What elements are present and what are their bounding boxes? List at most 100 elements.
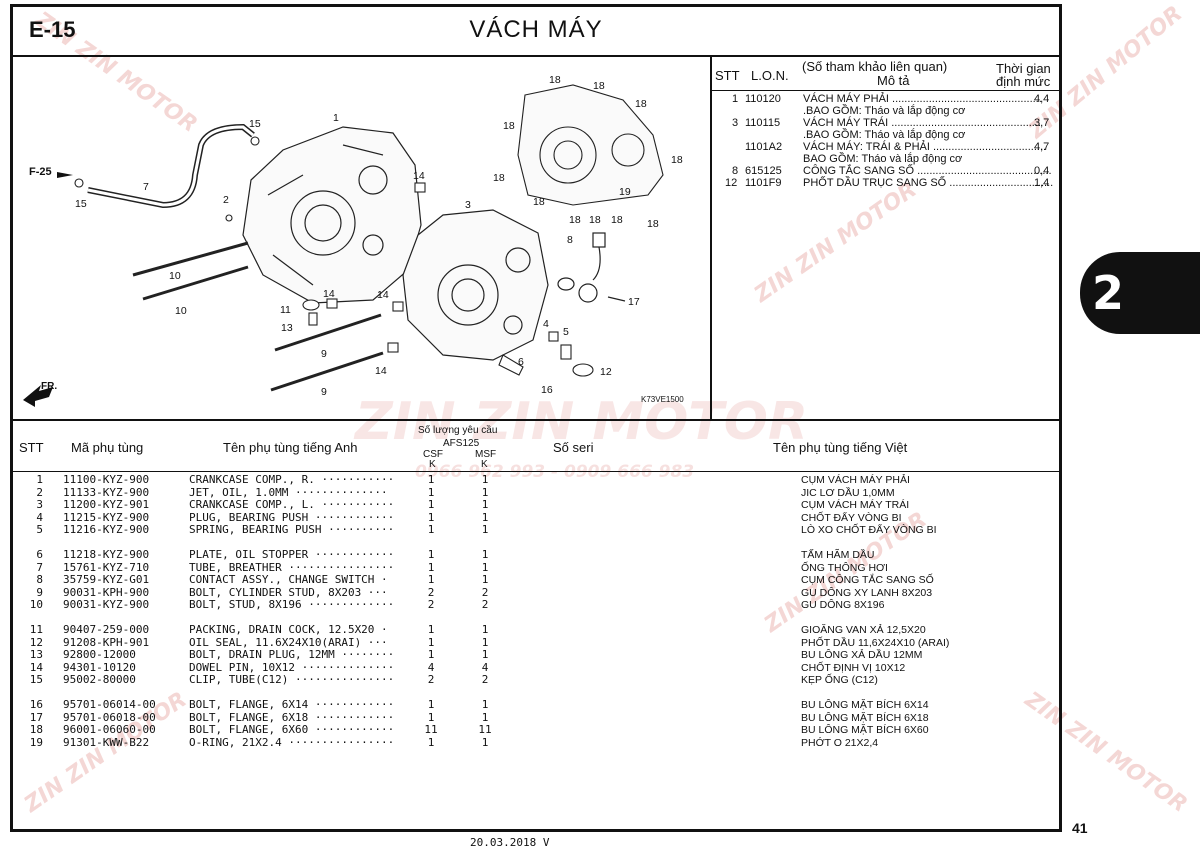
callout-6: 6	[518, 356, 524, 368]
callout-15: 15	[249, 118, 261, 130]
callout-14d: 14	[375, 365, 387, 377]
callout-8: 8	[567, 234, 573, 246]
parts-cell-name-vn: GIOĂNG VAN XẢ 12,5X20	[801, 624, 926, 636]
f25-arrow-icon	[57, 172, 73, 178]
page-header: E-15 VÁCH MÁY	[13, 7, 1059, 57]
crankcase-drawing: 1 2 3 4 5 6 7 8 9 9 10 10 11 12 13 14 14…	[23, 74, 684, 407]
parts-cell-name-vn: KẸP ỐNG (C12)	[801, 674, 878, 686]
parts-cell-csf: 1	[427, 648, 435, 661]
parts-header-name-vn: Tên phụ tùng tiếng Việt	[773, 440, 908, 455]
parts-cell-stt: 18	[29, 723, 43, 736]
figure-code: K73VE1500	[641, 395, 684, 404]
callout-9b: 9	[321, 386, 327, 398]
parts-cell-name-vn: CỤM CÔNG TẮC SANG SỐ	[801, 574, 934, 586]
parts-cell-name-en: BOLT, FLANGE, 6X18 ············	[189, 710, 395, 724]
parts-cell-code: 11218-KYZ-900	[63, 548, 150, 561]
parts-cell-code: 11215-KYZ-900	[63, 510, 150, 524]
parts-cell-code: 95002-80000	[63, 673, 136, 686]
parts-header-csf: CSF	[423, 449, 443, 460]
parts-cell-msf: 1	[481, 485, 489, 499]
parts-cell-csf: 1	[427, 635, 435, 649]
parts-cell-code: 11133-KYZ-900	[63, 485, 150, 499]
parts-cell-msf: 2	[481, 673, 489, 686]
parts-cell-stt: 15	[29, 673, 43, 686]
callout-18g: 18	[533, 196, 545, 208]
parts-cell-csf: 1	[427, 560, 435, 574]
parts-header-msf: MSF	[475, 449, 497, 460]
parts-cell-name-en: PLUG, BEARING PUSH ············	[189, 510, 395, 524]
parts-cell-csf: 1	[427, 498, 435, 511]
callout-4: 4	[543, 318, 549, 330]
parts-header-k1: K	[429, 459, 436, 470]
ref-row: BAO GỒM: Tháo và lắp động cơ	[803, 153, 963, 165]
parts-cell-code: 91301-KWW-B22	[63, 735, 150, 749]
parts-cell-stt: 19	[29, 735, 43, 749]
parts-cell-code: 11216-KYZ-900	[63, 523, 150, 536]
parts-cell-name-vn: PHỐT DẦU 11,6X24X10 (ARAI)	[801, 636, 950, 649]
callout-9: 9	[321, 348, 327, 360]
callout-11: 11	[280, 304, 291, 316]
parts-cell-name-vn: LÒ XO CHỐT ĐẨY VÒNG BI	[801, 524, 937, 536]
fr-label: FR.	[41, 381, 57, 392]
parts-cell-csf: 1	[427, 735, 435, 749]
parts-cell-msf: 1	[481, 698, 489, 711]
parts-cell-msf: 1	[481, 735, 489, 749]
shift-switch	[557, 232, 626, 303]
parts-cell-name-en: SPRING, BEARING PUSH ··········	[189, 523, 395, 536]
callout-10b: 10	[175, 305, 187, 317]
callout-14c: 14	[377, 289, 389, 301]
parts-cell-msf: 4	[481, 660, 489, 674]
parts-cell-msf: 2	[481, 598, 489, 611]
section-tab[interactable]: 2	[1080, 252, 1200, 334]
page-frame: E-15 VÁCH MÁY	[10, 4, 1062, 832]
parts-cell-stt: 11	[29, 623, 43, 636]
parts-cell-stt: 10	[29, 598, 43, 611]
parts-cell-msf: 1	[481, 648, 489, 661]
ref-label-f25: F-25	[29, 166, 52, 178]
parts-header-qty: Số lượng yêu cầu	[418, 425, 498, 436]
parts-cell-msf: 1	[481, 623, 489, 636]
stud-bolts	[132, 241, 384, 392]
crankcase-right-shape	[242, 126, 422, 304]
callout-18b: 18	[593, 80, 605, 92]
parts-header-line	[13, 471, 1059, 472]
parts-cell-name-vn: CHỐT ĐỊNH VỊ 10X12	[801, 661, 906, 674]
parts-cell-csf: 1	[427, 573, 435, 586]
crankcase-left-shape	[402, 209, 549, 361]
parts-cell-name-en: CRANKCASE COMP., L. ···········	[189, 498, 395, 511]
parts-cell-name-en: PACKING, DRAIN COCK, 12.5X20 ·	[189, 623, 388, 636]
callout-3: 3	[465, 199, 471, 211]
parts-cell-csf: 1	[427, 698, 435, 711]
parts-cell-name-vn: CHỐT ĐẨY VÒNG BI	[801, 511, 902, 524]
parts-cell-csf: 1	[427, 523, 435, 536]
parts-cell-name-vn: ỐNG THÔNG HƠI	[801, 561, 888, 574]
parts-cell-name-vn: GU DÔNG XY LANH 8X203	[801, 586, 933, 599]
parts-header-stt: STT	[19, 440, 44, 455]
parts-cell-stt: 13	[29, 648, 43, 661]
parts-cell-stt: 6	[36, 548, 43, 561]
exploded-diagram: 1 2 3 4 5 6 7 8 9 9 10 10 11 12 13 14 14…	[13, 55, 712, 419]
parts-cell-name-en: BOLT, FLANGE, 6X60 ············	[189, 723, 395, 736]
parts-cell-stt: 5	[36, 523, 43, 536]
parts-cell-name-vn: GU DÔNG 8X196	[801, 599, 885, 611]
footer-date: 20.03.2018 V	[470, 836, 550, 849]
ref-header-line	[712, 90, 1059, 91]
parts-cell-stt: 16	[29, 698, 43, 711]
ref-header-desc-bottom: Mô tả	[877, 73, 910, 88]
parts-header-serial: Số seri	[553, 440, 594, 455]
ref-header-lon: L.O.N.	[751, 68, 789, 83]
parts-cell-msf: 1	[481, 498, 489, 511]
parts-cell-name-vn: BU LÔNG MẶT BÍCH 6X60	[801, 724, 929, 736]
parts-cell-stt: 4	[36, 510, 43, 524]
callout-18j: 18	[611, 214, 623, 226]
parts-cell-stt: 17	[29, 710, 43, 724]
